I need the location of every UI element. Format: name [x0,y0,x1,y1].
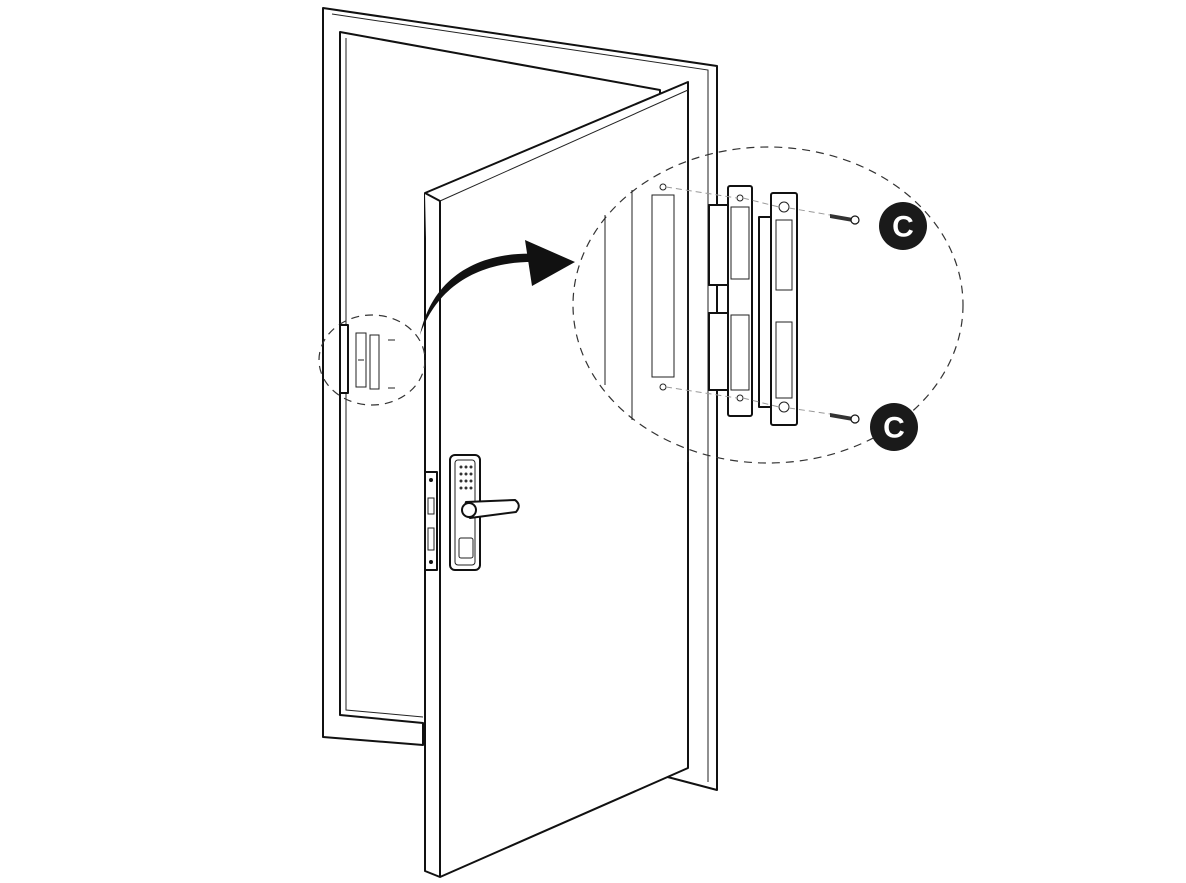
smart-lock [449,454,520,571]
screw-icon [830,413,860,424]
lock-faceplate [424,471,438,571]
strike-location [318,314,426,406]
screw-icon [830,214,860,225]
callout-label: C [883,412,905,445]
callout-badge-c-top: C [879,202,927,250]
callout-badge-c-bottom: C [870,403,918,451]
keypad-icon [459,465,473,490]
callout-label: C [892,211,914,244]
zoom-arrow-icon [420,240,575,335]
door-leaf [424,81,689,878]
strike-plate-detail [572,146,964,464]
